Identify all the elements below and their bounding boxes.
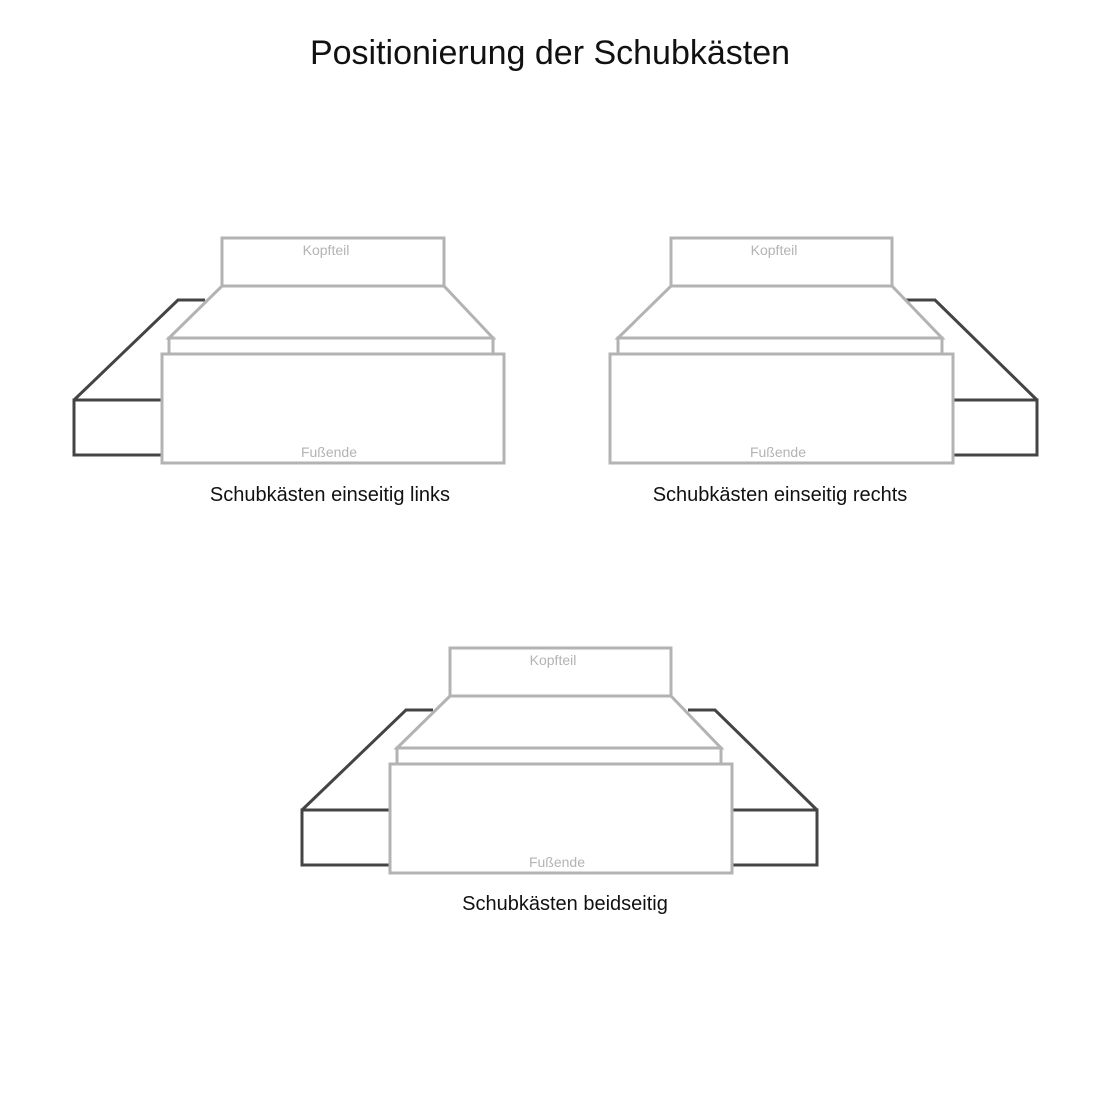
footboard-label: Fußende [301,444,357,460]
headboard-label: Kopfteil [751,242,798,258]
drawer-left-top [72,298,205,402]
headboard [220,236,446,288]
drawer-left [300,808,390,867]
drawer-right-top [688,708,819,812]
headboard-label: Kopfteil [303,242,350,258]
headboard [448,646,673,698]
footboard [160,352,506,465]
mattress-front [167,336,495,356]
footboard-label: Fußende [529,854,585,870]
mattress-front [616,336,944,356]
caption-drawers-both: Schubkästen beidseitig [462,893,668,915]
footboard [388,762,734,875]
mattress-front [395,746,723,766]
headboard [669,236,894,288]
footboard [608,352,955,465]
drawer-left-top [300,708,433,812]
mattress-top [165,284,497,340]
mattress-top [614,284,946,340]
drawer-right [953,398,1039,457]
bed-diagram-drawers-left: Kopfteil Fußende [72,236,506,465]
mattress-top [393,694,725,750]
headboard-label: Kopfteil [530,652,577,668]
bed-diagram-drawers-both: Kopfteil Fußende [300,646,819,875]
drawer-left [72,398,162,457]
caption-drawers-left: Schubkästen einseitig links [209,484,451,506]
footboard-label: Fußende [750,444,806,460]
page-title: Positionierung der Schubkästen [309,34,791,72]
bed-diagram-drawers-right: Kopfteil Fußende [608,236,1039,465]
drawer-right [732,808,819,867]
drawer-right-top [906,298,1039,402]
caption-drawers-right: Schubkästen einseitig rechts [652,484,908,506]
